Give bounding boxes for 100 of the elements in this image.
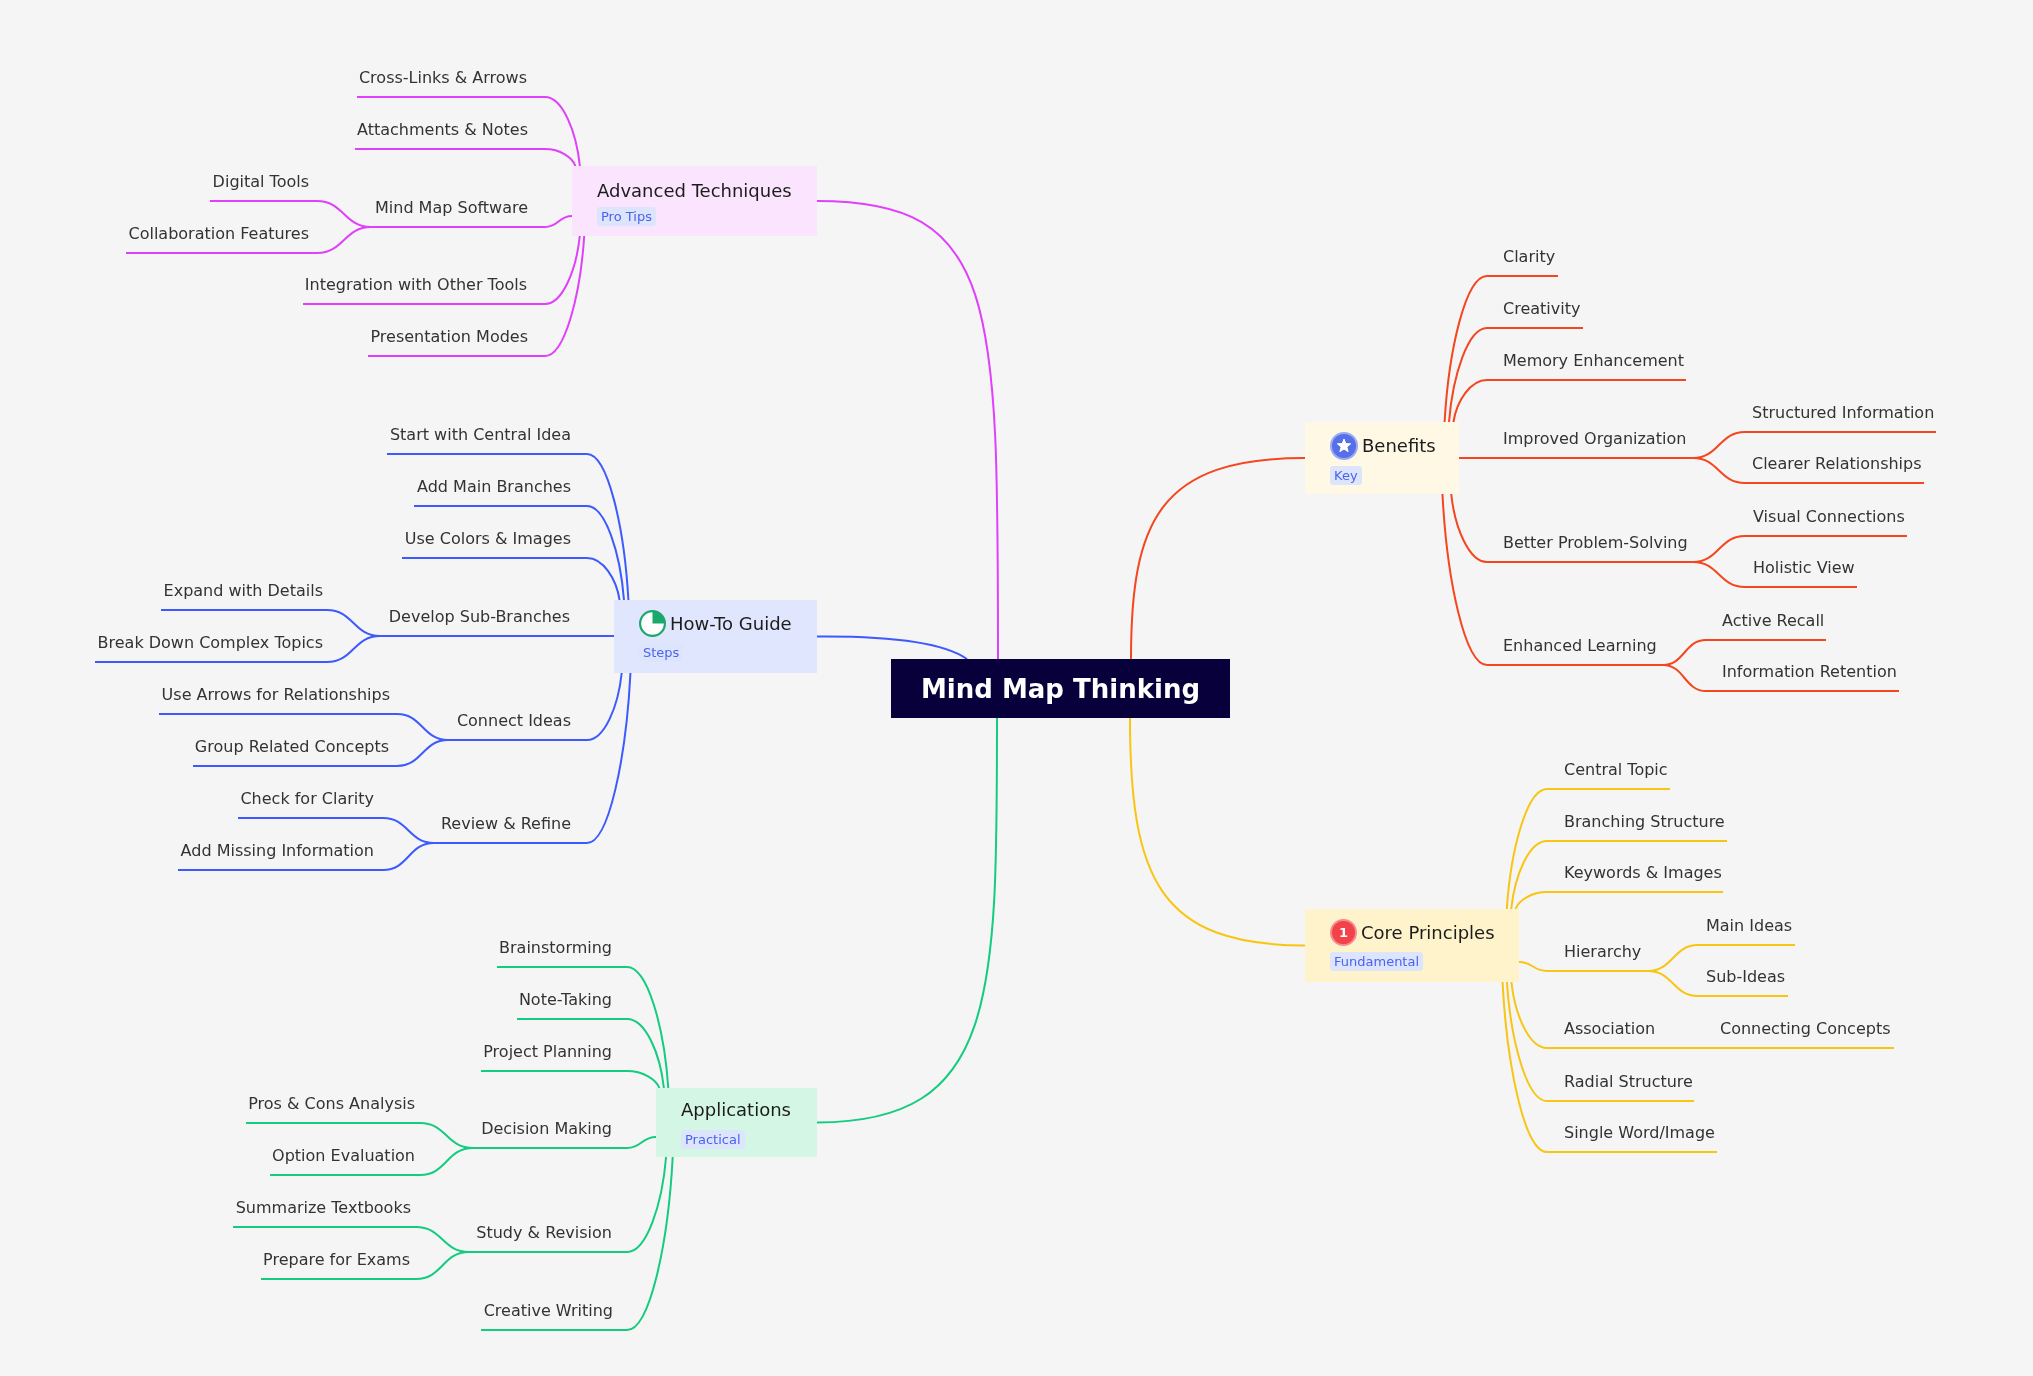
branch-line [1510, 981, 1548, 1049]
branch-line [1692, 457, 1746, 484]
subtopic: Cross-Links & Arrows [357, 64, 545, 98]
subtopic: Improved Organization [1487, 425, 1693, 459]
subtopic: Information Retention [1706, 658, 1899, 692]
branch-line [626, 1136, 657, 1149]
subtopic: Start with Central Idea [387, 421, 587, 455]
branch-line [1443, 275, 1488, 423]
branch-line [626, 966, 670, 1089]
branch-line [816, 717, 998, 1124]
branch-line [1514, 891, 1548, 910]
topic-box [1305, 909, 1519, 982]
subtopic: Active Recall [1706, 607, 1826, 641]
branch-line [626, 1018, 665, 1089]
branch-line [1452, 379, 1488, 423]
topic-box [656, 1088, 817, 1157]
branch-line [1458, 457, 1488, 459]
subtopic: Attachments & Notes [355, 116, 545, 150]
branch-line [1647, 970, 1699, 997]
subtopic: Expand with Details [161, 577, 327, 611]
branch-line [544, 235, 586, 357]
central-topic: Mind Map Thinking [891, 659, 1230, 718]
branch-line [1510, 840, 1548, 910]
subtopic: Break Down Complex Topics [95, 629, 327, 663]
subtopic: Association [1547, 1015, 1690, 1049]
subtopic: Structured Information [1745, 399, 1936, 433]
subtopic: Use Arrows for Relationships [159, 681, 397, 715]
branch-line [326, 635, 381, 663]
branch-line [626, 1156, 674, 1331]
branch-line [586, 557, 621, 601]
branch-line [544, 235, 581, 305]
subtopic: Brainstorming [497, 934, 627, 968]
topic-title: Benefits [1362, 434, 1436, 458]
subtopic: Keywords & Images [1547, 859, 1723, 893]
branch-line [1518, 961, 1548, 972]
branch-line [544, 148, 577, 167]
subtopic: Memory Enhancement [1487, 347, 1686, 381]
subtopic: Radial Structure [1547, 1068, 1694, 1102]
subtopic: Single Word/Image [1547, 1119, 1717, 1153]
branch-line [396, 739, 449, 767]
branch-line [586, 635, 615, 637]
subtopic: Add Main Branches [414, 473, 587, 507]
topic-box [614, 600, 817, 673]
topic-title: Advanced Techniques [597, 179, 792, 203]
subtopic: Creative Writing [481, 1297, 627, 1331]
branch-line [415, 1251, 470, 1280]
branch-line [816, 200, 999, 660]
topic-title: Core Principles [1361, 920, 1495, 945]
subtopic: Main Ideas [1698, 912, 1795, 946]
branch-line [1441, 493, 1488, 666]
branch-line [586, 672, 623, 741]
topic-title: How-To Guide [670, 611, 792, 636]
branch-line [586, 505, 625, 601]
subtopic: Note-Taking [517, 986, 627, 1020]
subtopic: Holistic View [1745, 554, 1857, 588]
number-badge: 1 [1330, 919, 1357, 946]
branch-line [1130, 457, 1306, 660]
subtopic: Connecting Concepts [1710, 1015, 1894, 1049]
subtopic: Review & Refine [434, 810, 587, 844]
subtopic: Project Planning [481, 1038, 627, 1072]
tag: Practical [681, 1130, 745, 1149]
subtopic: Creativity [1487, 295, 1583, 329]
subtopic: Summarize Textbooks [233, 1194, 416, 1228]
subtopic: Clarity [1487, 243, 1558, 277]
subtopic: Collaboration Features [126, 220, 317, 254]
subtopic: Hierarchy [1547, 938, 1648, 972]
subtopic: Add Missing Information [178, 837, 383, 871]
subtopic: Decision Making [473, 1115, 627, 1149]
subtopic: Clearer Relationships [1745, 450, 1924, 484]
branch-line [816, 635, 968, 660]
subtopic: Better Problem-Solving [1487, 529, 1693, 563]
subtopic: Connect Ideas [448, 707, 587, 741]
topic-box [1305, 422, 1459, 494]
subtopic: Group Related Concepts [193, 733, 397, 767]
branch-line [626, 1156, 668, 1253]
subtopic: Option Evaluation [270, 1142, 420, 1176]
branch-line [1662, 664, 1707, 692]
subtopic: Enhanced Learning [1487, 632, 1663, 666]
subtopic: Visual Connections [1745, 503, 1907, 537]
branch-line [626, 1070, 661, 1089]
branch-line [1505, 788, 1548, 910]
tag: Key [1330, 466, 1362, 485]
branch-line [382, 842, 435, 871]
branch-line [1129, 717, 1306, 947]
tag: Pro Tips [597, 207, 656, 226]
subtopic: Mind Map Software [371, 194, 545, 228]
subtopic: Prepare for Exams [261, 1246, 416, 1280]
subtopic: Branching Structure [1547, 808, 1727, 842]
branch-line [586, 453, 630, 601]
branch-line [316, 226, 372, 254]
subtopic: Use Colors & Images [402, 525, 587, 559]
branch-line [1448, 327, 1488, 423]
subtopic: Study & Revision [469, 1219, 627, 1253]
subtopic: Pros & Cons Analysis [246, 1090, 420, 1124]
topic-box [572, 166, 817, 236]
branch-line [1501, 981, 1548, 1153]
branch-line [1692, 561, 1746, 588]
subtopic: Develop Sub-Branches [380, 603, 587, 637]
subtopic: Integration with Other Tools [303, 271, 545, 305]
branch-line [1505, 981, 1548, 1102]
